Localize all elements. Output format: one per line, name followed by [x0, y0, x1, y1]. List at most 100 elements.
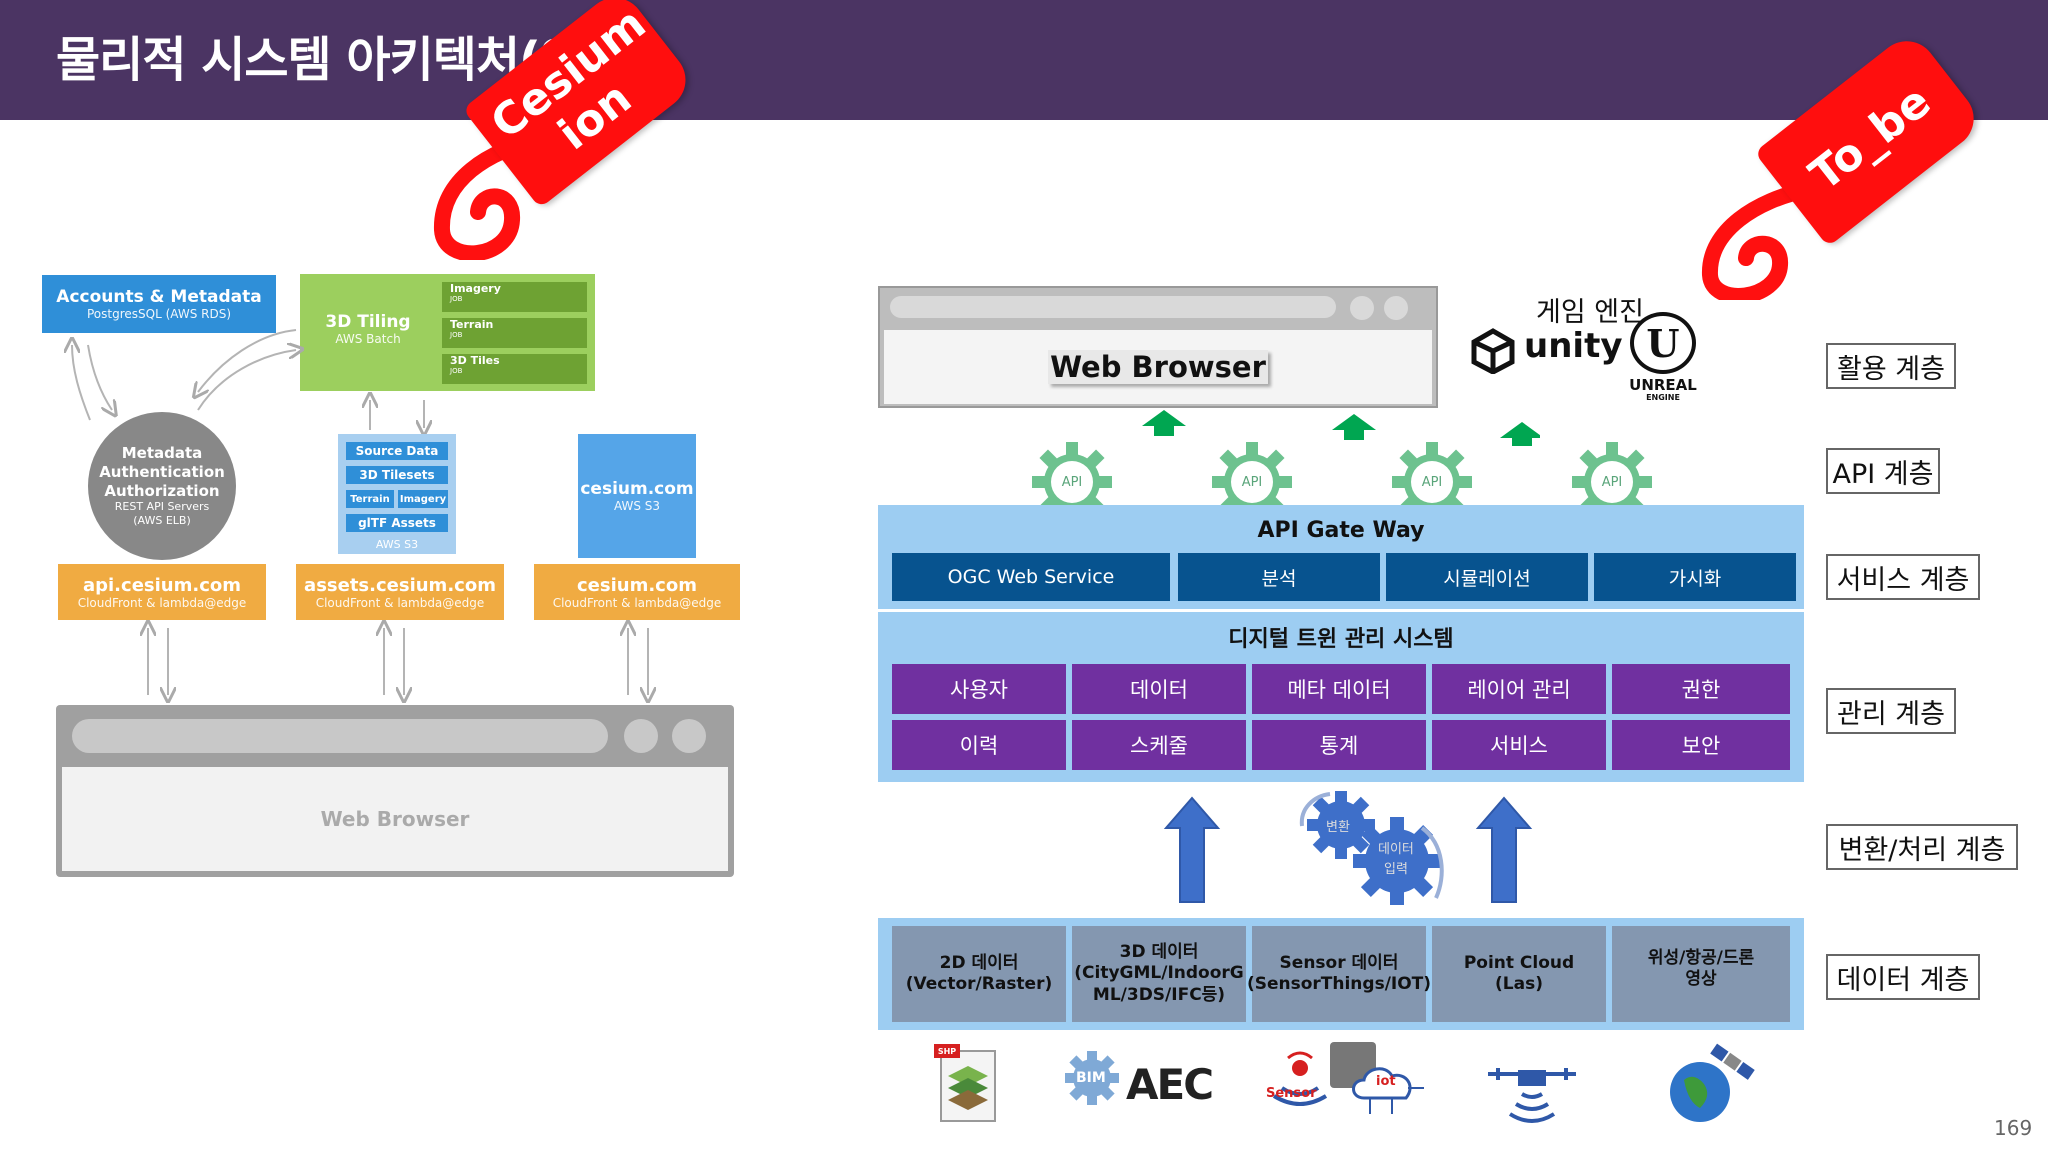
- cdn-sub: CloudFront & lambda@edge: [77, 595, 247, 610]
- gear-data-label: 데이터: [1378, 842, 1414, 857]
- circle-line: Authentication: [99, 462, 225, 481]
- circle-line: Metadata: [121, 444, 203, 463]
- cdn-title: assets.cesium.com: [304, 574, 496, 596]
- dtms-title: 디지털 트윈 관리 시스템: [1228, 627, 1454, 652]
- unreal-sub: ENGINE: [1646, 393, 1680, 402]
- data-line: (Las): [1495, 974, 1543, 994]
- tiling-sub: AWS Batch: [335, 332, 401, 346]
- drone-icon: [1488, 1068, 1576, 1123]
- mgmt-metadata: 메타 데이터: [1252, 664, 1426, 714]
- job-sub: JOB: [450, 331, 463, 339]
- source-data-footer: AWS S3: [375, 537, 419, 551]
- gateway-label: API Gate Way: [1257, 517, 1425, 543]
- layer-label-data: 데이터 계층: [1826, 954, 1980, 1000]
- data-line: Point Cloud: [1463, 952, 1575, 973]
- tag-string-icon: [1702, 182, 1814, 300]
- metadata-server-circle: Metadata Authentication Authorization RE…: [88, 412, 236, 560]
- mgmt-service: 서비스: [1432, 720, 1606, 770]
- api-gear-label: API: [1241, 474, 1263, 490]
- service-simulation: 시뮬레이션: [1386, 553, 1588, 601]
- conversion-gears: 변환 데이터 입력: [1286, 786, 1456, 906]
- iot-cloud-icon: [1352, 1067, 1424, 1114]
- circle-line: REST API Servers: [114, 500, 210, 514]
- iot-label: iot: [1376, 1074, 1396, 1089]
- cdn-title: cesium.com: [577, 574, 697, 596]
- mgmt-user: 사용자: [892, 664, 1066, 714]
- cdn-title: api.cesium.com: [82, 574, 241, 596]
- service-visualization: 가시화: [1594, 553, 1796, 601]
- tiling-label: 3D Tiling AWS Batch: [300, 312, 436, 346]
- data-3d: 3D 데이터 (CityGML/IndoorG ML/3DS/IFC등): [1072, 926, 1246, 1022]
- tag-string-icon: [434, 132, 546, 260]
- address-bar: [890, 296, 1336, 318]
- service-analysis: 분석: [1178, 553, 1380, 601]
- service-layer-panel: API Gate Way OGC Web Service 분석 시뮬레이션 가시…: [878, 505, 1804, 609]
- api-gear-label: API: [1061, 474, 1083, 490]
- imagery-job: Imagery JOB: [442, 282, 587, 312]
- terrain-item: Terrain: [346, 490, 394, 508]
- bim-gear-icon: [1065, 1051, 1119, 1105]
- management-layer-panel: 디지털 트윈 관리 시스템 사용자 데이터 메타 데이터 레이어 관리 권한 이…: [878, 612, 1804, 782]
- shp-file-icon: SHP: [934, 1044, 998, 1124]
- window-dot-icon: [624, 719, 658, 753]
- 3d-tiles-job: 3D Tiles JOB: [442, 354, 587, 384]
- right-browser-window: Web Browser: [878, 286, 1438, 408]
- source-data-header: Source Data: [346, 442, 448, 460]
- api-gear-label: API: [1421, 474, 1443, 490]
- cdn-assets-box: assets.cesium.com CloudFront & lambda@ed…: [296, 564, 504, 620]
- browser-body: Web Browser: [884, 330, 1432, 404]
- data-sensor: Sensor 데이터 (SensorThings/IOT): [1247, 926, 1431, 1022]
- data-line: ML/3DS/IFC등): [1092, 984, 1226, 1005]
- data-line: (Vector/Raster): [905, 974, 1053, 994]
- rotate-arrows-icon: [1299, 792, 1444, 899]
- layer-label-management: 관리 계층: [1826, 688, 1956, 734]
- game-engine-title: 게임 엔진: [1536, 297, 1644, 328]
- data-satellite: 위성/항공/드론 영상: [1612, 926, 1790, 1022]
- data-layer-panel: 2D 데이터 (Vector/Raster) 3D 데이터 (CityGML/I…: [878, 918, 1804, 1030]
- tiling-box: 3D Tiling AWS Batch Imagery JOB Terrain …: [300, 274, 595, 391]
- layer-label-utilization: 활용 계층: [1826, 343, 1956, 389]
- job-sub: JOB: [450, 367, 463, 375]
- header-bar: [0, 0, 2048, 120]
- shp-badge: SHP: [934, 1044, 960, 1058]
- layer-label-api: API 계층: [1826, 448, 1940, 494]
- page-number: 169: [1994, 1116, 2033, 1140]
- sensor-wave-icon: [1272, 1051, 1328, 1106]
- layer-label-conversion: 변환/처리 계층: [1826, 824, 2018, 870]
- terrain-job: Terrain JOB: [442, 318, 587, 348]
- map-layers-icon: [948, 1066, 988, 1110]
- api-gear-label: API: [1601, 474, 1623, 490]
- window-dot-icon: [672, 719, 706, 753]
- s3-title: cesium.com: [580, 479, 694, 499]
- data-line: 위성/항공/드론: [1647, 948, 1755, 968]
- job-label: Imagery: [450, 282, 501, 295]
- job-label: Terrain: [450, 318, 494, 331]
- accounts-sub: PostgresSQL (AWS RDS): [87, 307, 231, 321]
- big-up-arrows-icon: [1163, 796, 1533, 903]
- mgmt-permission: 권한: [1612, 664, 1790, 714]
- data-line: 3D 데이터: [1119, 942, 1199, 963]
- data-point-cloud: Point Cloud (Las): [1432, 926, 1606, 1022]
- gltf-item: glTF Assets: [346, 514, 448, 532]
- sensor-iot-icon: Sensor iot: [1260, 1040, 1430, 1120]
- unity-logo: unity: [1470, 326, 1640, 376]
- cesium-s3-box: cesium.com AWS S3: [578, 434, 696, 558]
- unreal-u-icon: U: [1630, 312, 1696, 374]
- mgmt-history: 이력: [892, 720, 1066, 770]
- source-data-box: Source Data 3D Tilesets Terrain Imagery …: [338, 434, 456, 554]
- api-gear-icon: API: [1572, 442, 1652, 522]
- mgmt-layer: 레이어 관리: [1432, 664, 1606, 714]
- s3-sub: AWS S3: [613, 499, 661, 513]
- cdn-api-box: api.cesium.com CloudFront & lambda@edge: [58, 564, 266, 620]
- tiling-title: 3D Tiling: [325, 312, 411, 332]
- cdn-sub: CloudFront & lambda@edge: [552, 595, 722, 610]
- data-line: 영상: [1685, 969, 1717, 990]
- mgmt-security: 보안: [1612, 720, 1790, 770]
- accounts-metadata-box: Accounts & Metadata PostgresSQL (AWS RDS…: [42, 275, 276, 333]
- circle-line: (AWS ELB): [133, 514, 191, 528]
- bim-aec-icon: BIM AEC: [1064, 1040, 1236, 1120]
- job-label: 3D Tiles: [450, 354, 500, 367]
- gear-input-label: 입력: [1384, 862, 1408, 877]
- data-line: (SensorThings/IOT): [1246, 974, 1432, 994]
- browser-label: Web Browser: [320, 807, 470, 831]
